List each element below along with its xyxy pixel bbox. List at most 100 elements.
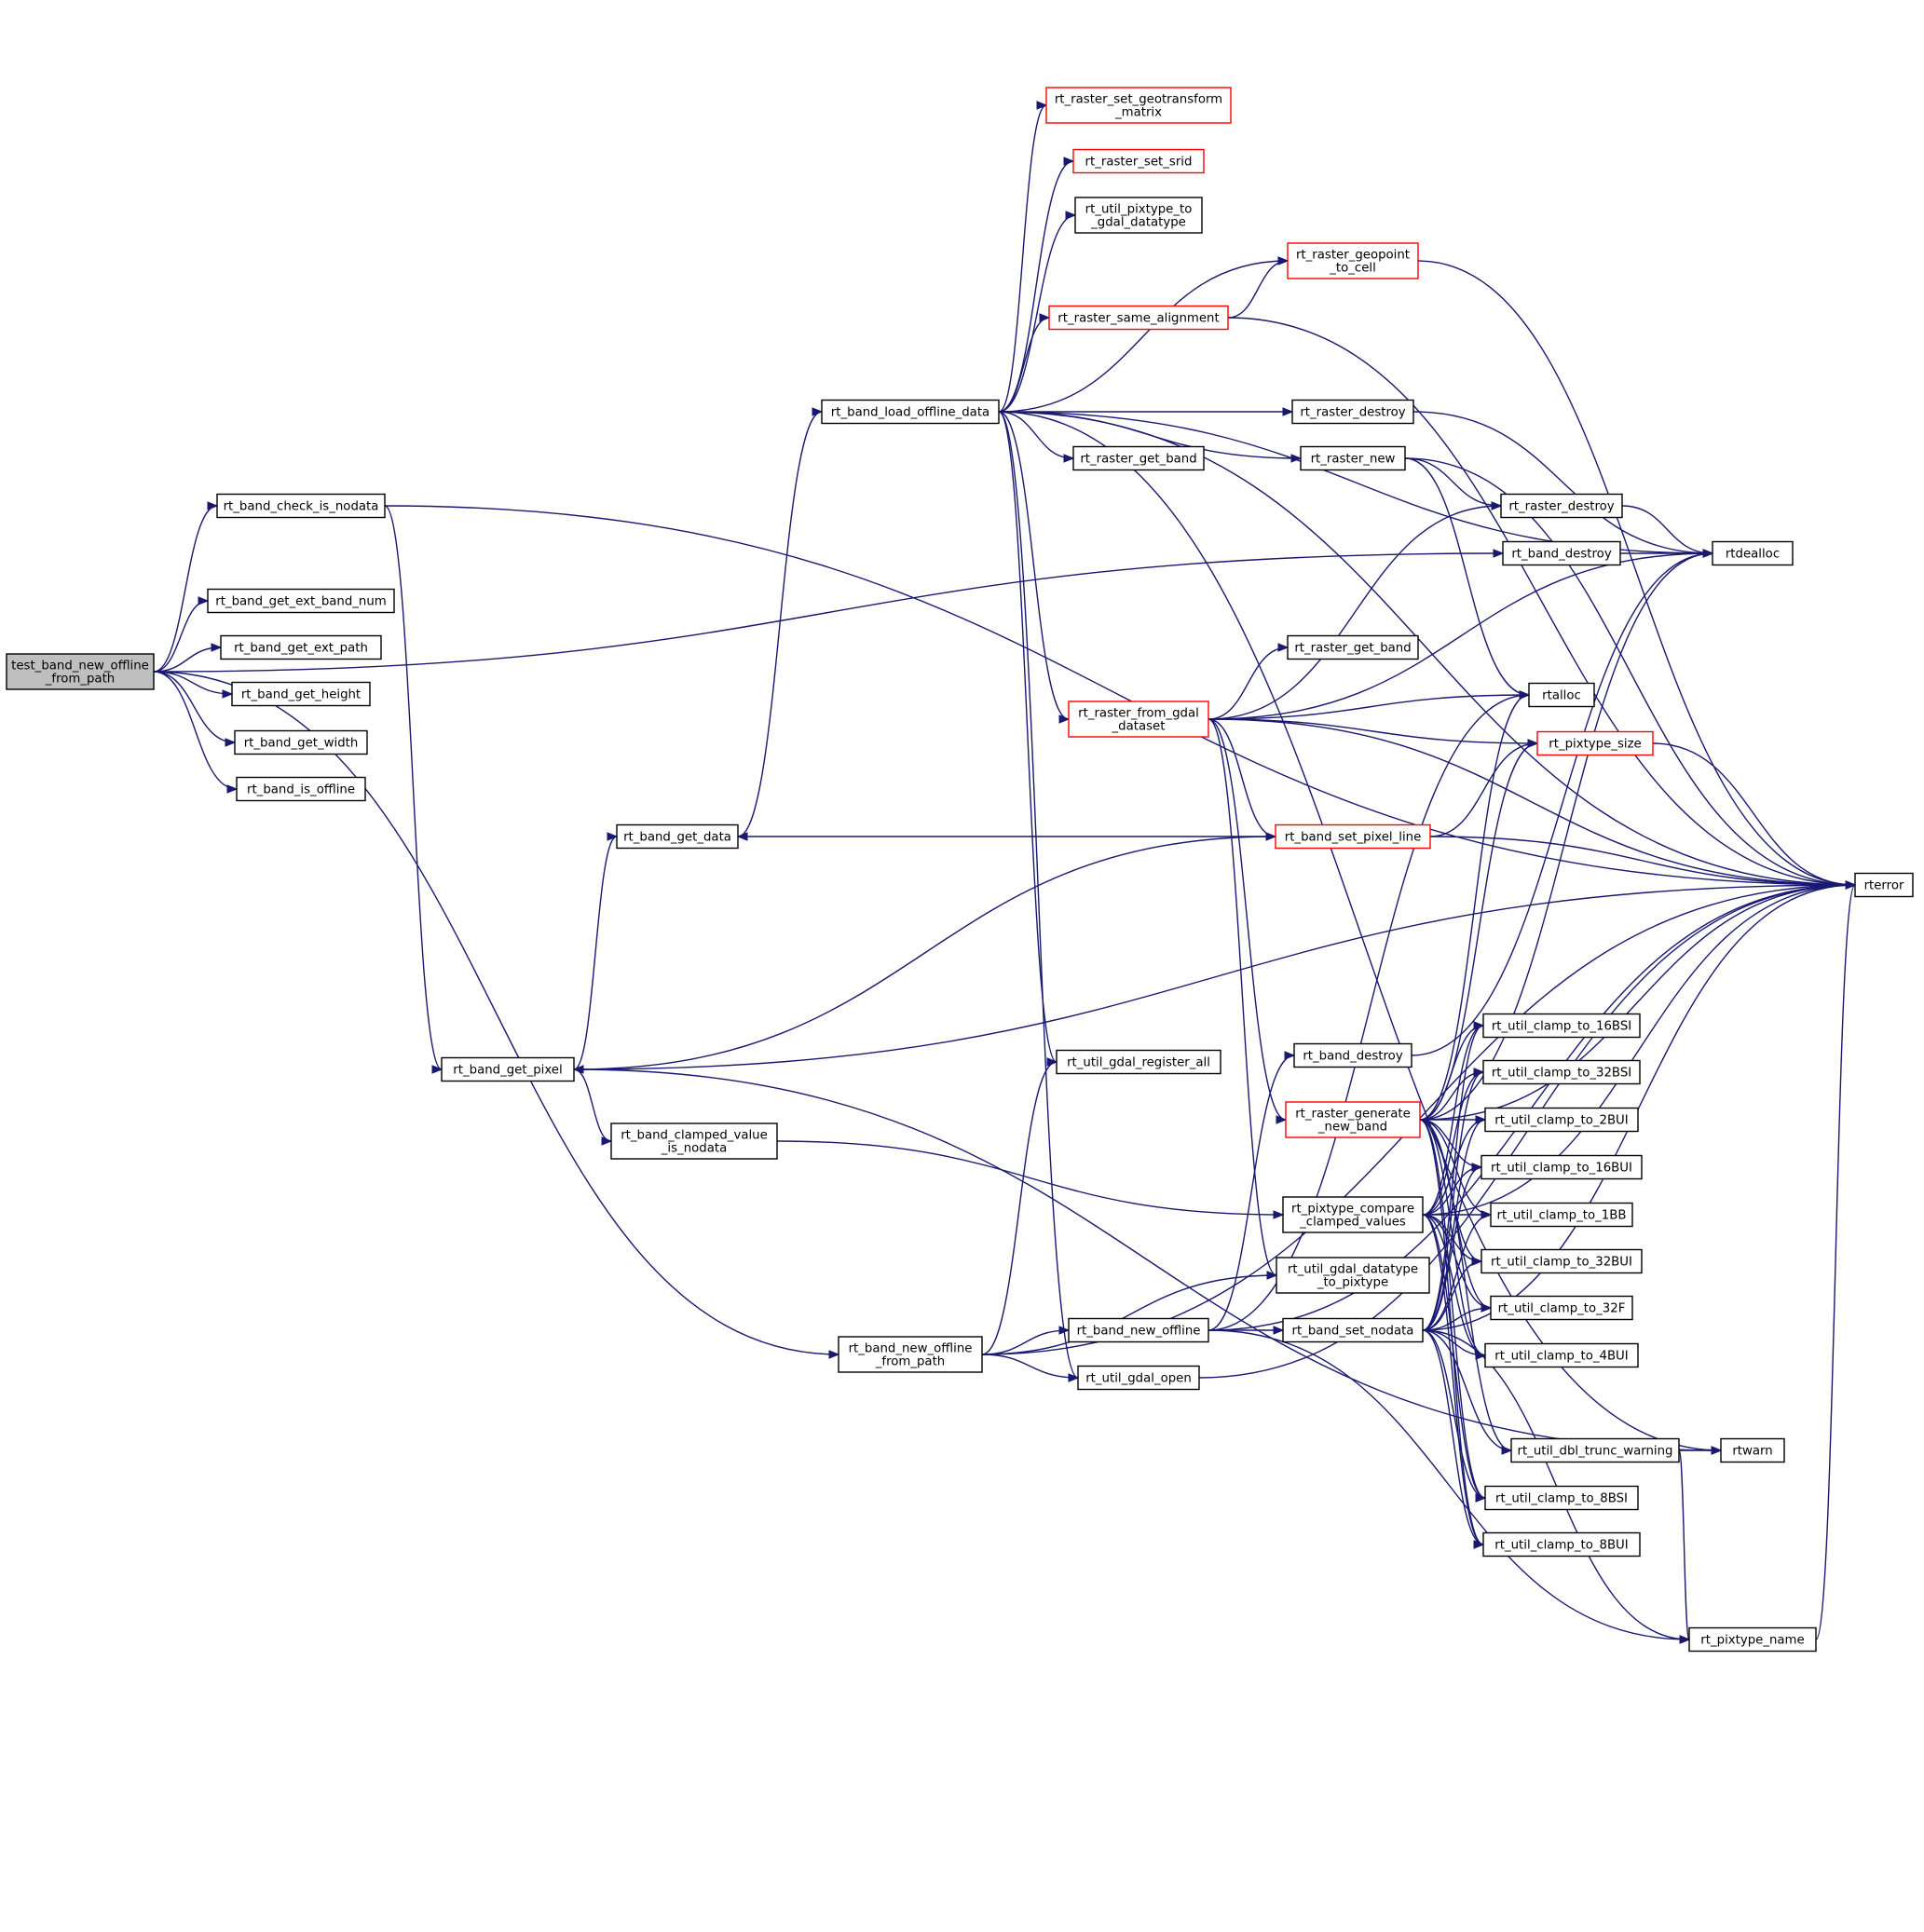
node-rt_band_is_offline[interactable]: rt_band_is_offline [236,776,366,802]
node-rt_raster_geopoint_to_cell[interactable]: rt_raster_geopoint_to_cell [1287,242,1419,279]
node-box[interactable] [821,399,1000,425]
node-rt_raster_new[interactable]: rt_raster_new [1300,445,1406,471]
node-box[interactable] [1282,1196,1424,1233]
node-rt_util_clamp_to_16BUI[interactable]: rt_util_clamp_to_16BUI [1481,1154,1643,1180]
node-rt_raster_generate_new_band[interactable]: rt_raster_generate_new_band [1285,1101,1421,1138]
node-box[interactable] [441,1056,575,1082]
node-rt_util_pixtype_to_gdal_datatype[interactable]: rt_util_pixtype_to_gdal_datatype [1074,197,1203,234]
node-box[interactable] [1291,399,1414,425]
node-rt_pixtype_compare_clamped_values[interactable]: rt_pixtype_compare_clamped_values [1282,1196,1424,1233]
node-box[interactable] [1068,1317,1209,1343]
node-rt_pixtype_name[interactable]: rt_pixtype_name [1688,1626,1817,1653]
node-box[interactable] [1536,730,1654,756]
node-rt_band_get_data[interactable]: rt_band_get_data [616,823,739,850]
node-box[interactable] [1688,1626,1817,1653]
node-rt_util_clamp_to_8BSI[interactable]: rt_util_clamp_to_8BSI [1484,1485,1639,1511]
node-box[interactable] [1287,634,1419,660]
node-box[interactable] [1854,872,1914,898]
node-rt_band_check_is_nodata[interactable]: rt_band_check_is_nodata [216,493,386,519]
node-rt_band_destroy_a[interactable]: rt_band_destroy [1502,540,1621,566]
node-rt_util_clamp_to_32F[interactable]: rt_util_clamp_to_32F [1490,1295,1633,1321]
node-rt_util_clamp_to_1BB[interactable]: rt_util_clamp_to_1BB [1490,1202,1633,1228]
node-box[interactable] [6,653,155,690]
node-rt_util_dbl_trunc_warning[interactable]: rt_util_dbl_trunc_warning [1510,1437,1680,1463]
node-box[interactable] [1482,1059,1641,1085]
node-rt_util_clamp_to_8BUI[interactable]: rt_util_clamp_to_8BUI [1482,1531,1641,1558]
node-rt_util_clamp_to_32BSI[interactable]: rt_util_clamp_to_32BSI [1482,1059,1641,1085]
node-rtalloc[interactable]: rtalloc [1528,682,1595,708]
node-rt_band_get_height[interactable]: rt_band_get_height [231,681,371,707]
node-box[interactable] [1500,493,1623,519]
node-box[interactable] [236,776,366,802]
node-rt_pixtype_size[interactable]: rt_pixtype_size [1536,730,1654,756]
node-rt_util_clamp_to_2BUI[interactable]: rt_util_clamp_to_2BUI [1484,1107,1639,1133]
node-box[interactable] [1481,1248,1643,1274]
node-box[interactable] [616,823,739,850]
node-rtwarn[interactable]: rtwarn [1720,1437,1785,1463]
node-box[interactable] [234,729,368,755]
node-rt_raster_destroy_b[interactable]: rt_raster_destroy [1500,493,1623,519]
node-box[interactable] [1285,1101,1421,1138]
node-box[interactable] [216,493,386,519]
node-rt_raster_set_srid[interactable]: rt_raster_set_srid [1072,148,1205,174]
node-box[interactable] [1484,1485,1639,1511]
node-box[interactable] [1072,445,1205,471]
node-rt_band_set_pixel_line[interactable]: rt_band_set_pixel_line [1275,823,1431,850]
node-box[interactable] [207,588,395,614]
node-rt_band_new_offline_from_path[interactable]: rt_band_new_offline_from_path [838,1336,983,1373]
node-rt_band_clamped_value_is_nodata[interactable]: rt_band_clamped_value_is_nodata [610,1122,778,1160]
node-rt_band_destroy_b[interactable]: rt_band_destroy [1293,1042,1412,1068]
node-rt_util_clamp_to_16BSI[interactable]: rt_util_clamp_to_16BSI [1482,1013,1641,1039]
node-rt_band_set_nodata[interactable]: rt_band_set_nodata [1282,1317,1424,1343]
node-rt_util_gdal_open[interactable]: rt_util_gdal_open [1077,1365,1200,1391]
node-box[interactable] [1077,1365,1200,1391]
node-box[interactable] [1510,1437,1680,1463]
node-rt_util_gdal_register_all[interactable]: rt_util_gdal_register_all [1056,1049,1221,1075]
node-box[interactable] [1481,1154,1643,1180]
node-box[interactable] [1282,1317,1424,1343]
node-box[interactable] [1068,701,1209,738]
node-box[interactable] [1287,242,1419,279]
node-rtdealloc[interactable]: rtdealloc [1712,540,1794,566]
node-rt_raster_get_band_a[interactable]: rt_raster_get_band [1072,445,1205,471]
node-rt_band_load_offline_data[interactable]: rt_band_load_offline_data [821,399,1000,425]
node-rt_util_gdal_datatype_to_pixtype[interactable]: rt_util_gdal_datatype_to_pixtype [1276,1257,1430,1294]
node-box[interactable] [1276,1257,1430,1294]
node-box[interactable] [1484,1342,1639,1368]
node-box[interactable] [1074,197,1203,234]
node-rt_raster_destroy_a[interactable]: rt_raster_destroy [1291,399,1414,425]
node-box[interactable] [1490,1202,1633,1228]
node-box[interactable] [1484,1107,1639,1133]
node-box[interactable] [231,681,371,707]
node-rt_raster_same_alignment[interactable]: rt_raster_same_alignment [1048,305,1229,331]
node-box[interactable] [220,634,382,660]
node-box[interactable] [1528,682,1595,708]
node-rt_band_get_width[interactable]: rt_band_get_width [234,729,368,755]
node-box[interactable] [1275,823,1431,850]
node-rt_band_new_offline[interactable]: rt_band_new_offline [1068,1317,1209,1343]
node-rt_band_get_ext_path[interactable]: rt_band_get_ext_path [220,634,382,660]
node-box[interactable] [1502,540,1621,566]
node-box[interactable] [1712,540,1794,566]
node-box[interactable] [1300,445,1406,471]
node-rt_raster_set_geotransform_matrix[interactable]: rt_raster_set_geotransform_matrix [1045,87,1232,124]
node-rt_util_clamp_to_4BUI[interactable]: rt_util_clamp_to_4BUI [1484,1342,1639,1368]
node-box[interactable] [1045,87,1232,124]
node-rt_band_get_pixel[interactable]: rt_band_get_pixel [441,1056,575,1082]
node-box[interactable] [1482,1013,1641,1039]
node-box[interactable] [838,1336,983,1373]
node-box[interactable] [1490,1295,1633,1321]
node-box[interactable] [1482,1531,1641,1558]
node-rt_band_get_ext_band_num[interactable]: rt_band_get_ext_band_num [207,588,395,614]
node-test_band_new_offline_from_path[interactable]: test_band_new_offline_from_path [6,653,155,690]
node-box[interactable] [610,1122,778,1160]
node-box[interactable] [1720,1437,1785,1463]
node-box[interactable] [1072,148,1205,174]
node-box[interactable] [1056,1049,1221,1075]
node-rt_raster_from_gdal_dataset[interactable]: rt_raster_from_gdal_dataset [1068,701,1209,738]
node-rt_raster_get_band_b[interactable]: rt_raster_get_band [1287,634,1419,660]
node-rterror[interactable]: rterror [1854,872,1914,898]
node-box[interactable] [1293,1042,1412,1068]
node-rt_util_clamp_to_32BUI[interactable]: rt_util_clamp_to_32BUI [1481,1248,1643,1274]
node-box[interactable] [1048,305,1229,331]
